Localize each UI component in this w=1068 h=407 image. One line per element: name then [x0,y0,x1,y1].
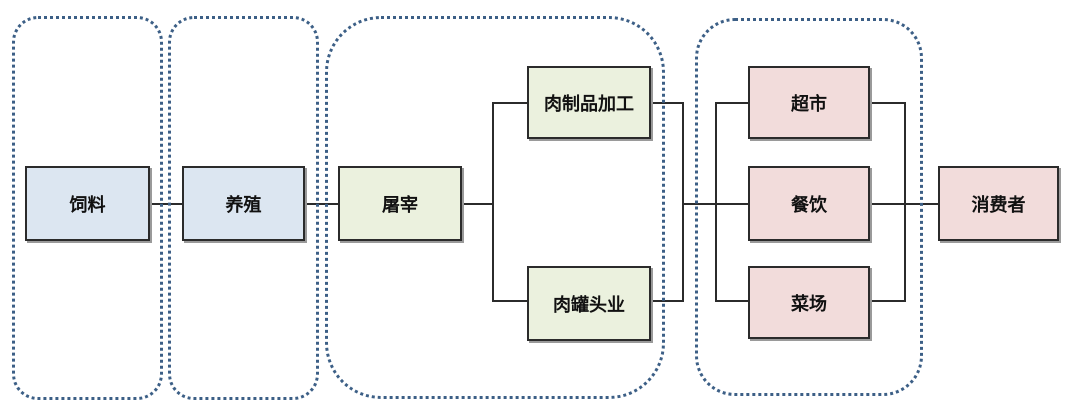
node-consumer: 消费者 [938,166,1059,241]
group-processing [325,16,665,399]
line-branch-processing [492,102,527,302]
line-retail-left [715,102,748,302]
group-retail [695,18,923,396]
group-breeding [168,16,319,400]
line-retail-right [870,102,906,302]
node-catering: 餐饮 [748,166,870,241]
node-feed: 饲料 [25,166,150,241]
node-canned-meat: 肉罐头业 [527,266,651,341]
node-market: 菜场 [748,266,870,339]
node-slaughter: 屠宰 [338,166,462,241]
node-meat-processing: 肉制品加工 [527,66,651,139]
group-feed [12,16,163,400]
line-processing-out [651,102,684,302]
node-supermarket: 超市 [748,66,870,139]
node-breeding: 养殖 [182,166,305,241]
